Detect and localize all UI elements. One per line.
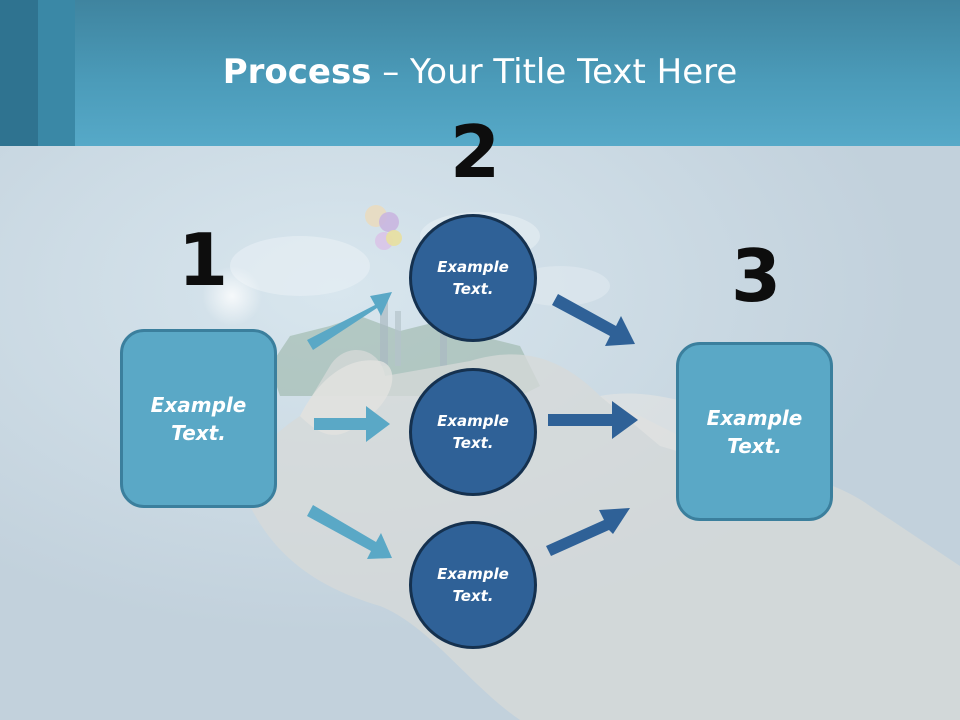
arrow-1-to-2a [307, 292, 392, 350]
step-3-text: Example Text. [706, 405, 803, 458]
step-2-text-top: Example Text. [437, 257, 509, 299]
step-3-box: Example Text. [676, 342, 833, 521]
slide-title: Process – Your Title Text Here [0, 52, 960, 92]
step-1-box: Example Text. [120, 329, 277, 508]
header-band: Process – Your Title Text Here [0, 0, 960, 146]
header-stripe [38, 0, 75, 146]
step-2-text-middle: Example Text. [437, 411, 509, 453]
arrow-2c-to-3 [546, 508, 630, 556]
header-stripe [0, 0, 38, 146]
step-1-text: Example Text. [150, 392, 247, 445]
step-2-text-bottom: Example Text. [437, 564, 509, 606]
arrow-2b-to-3 [548, 401, 638, 439]
step-number-3: 3 [731, 234, 782, 318]
step-number-1: 1 [178, 218, 229, 302]
step-number-2: 2 [450, 110, 501, 194]
step-2-circle-middle: Example Text. [409, 368, 537, 496]
arrow-2a-to-3 [552, 294, 635, 346]
title-bold: Process [222, 52, 372, 92]
step-2-circle-bottom: Example Text. [409, 521, 537, 649]
step-2-circle-top: Example Text. [409, 214, 537, 342]
arrow-1-to-2b [314, 406, 390, 442]
title-rest: – Your Title Text Here [371, 52, 738, 92]
arrow-1-to-2c [307, 505, 392, 559]
